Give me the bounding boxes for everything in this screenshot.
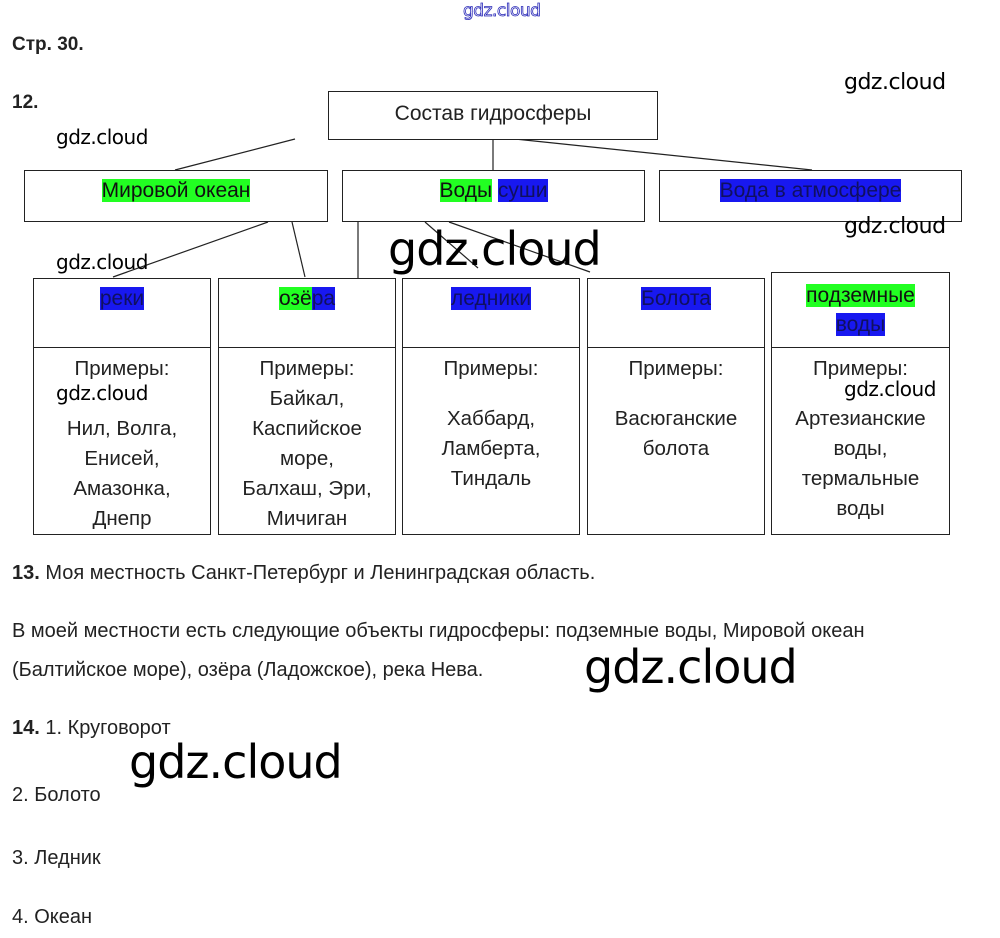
examples-label: Примеры: <box>259 357 355 380</box>
examples-label: Примеры: <box>74 357 170 380</box>
task-13-paragraph-line1: В моей местности есть следующие объекты … <box>12 620 865 642</box>
watermark-label-large: gdz.cloud <box>584 640 798 694</box>
task-14-line1: 14. 1. Круговорот <box>12 717 171 740</box>
example-item: термальные <box>801 467 920 490</box>
example-item: Васюганские <box>614 407 738 430</box>
example-item: воды <box>836 497 885 520</box>
connector-land-lakes <box>291 221 306 278</box>
task-14-item: 3. Ледник <box>12 847 101 869</box>
example-item: Тиндаль <box>450 467 532 490</box>
example-item: Байкал, <box>269 387 345 410</box>
diagram-connectors <box>112 138 813 278</box>
example-item: воды, <box>833 437 888 460</box>
connector-land-swamps <box>424 221 479 269</box>
watermark-label: gdz.cloud <box>844 70 946 95</box>
connector-land-rivers <box>112 221 269 278</box>
diagram-box-world-ocean: Мировой океан <box>24 170 328 222</box>
diagram-box-underground: подземные воды <box>771 272 950 348</box>
box-label-underground-part1: подземные <box>806 284 915 307</box>
box-label-glaciers: ледники <box>451 287 531 310</box>
example-item: Енисей, <box>84 447 160 470</box>
connector-root-atmosphere <box>514 138 813 171</box>
box-label-rivers: реки <box>99 287 145 310</box>
diagram-root-box: Состав гидросферы <box>328 91 658 140</box>
task-13-line1: 13. Моя местность Санкт-Петербург и Лени… <box>12 562 595 585</box>
example-item: болота <box>642 437 710 460</box>
box-label-atmosphere: Вода в атмосфере <box>719 179 902 202</box>
examples-label: Примеры: <box>813 357 908 380</box>
watermark-label-large: gdz.cloud <box>388 222 602 276</box>
watermark-label-large: gdz.cloud <box>129 735 343 789</box>
box-label-land-waters-part1: Воды <box>439 179 493 202</box>
box-label-world-ocean: Мировой океан <box>101 179 251 202</box>
example-item: Ламберта, <box>441 437 541 460</box>
example-item: Каспийское <box>252 417 362 440</box>
watermark-label: gdz.cloud <box>56 381 148 405</box>
box-label-lakes-part2: ра <box>311 287 336 310</box>
box-label-swamps: Болота <box>641 287 711 310</box>
box-label-land-waters-part2: суши <box>497 179 548 202</box>
task-13-paragraph-line2: (Балтийское море), озёра (Ладожское), ре… <box>12 659 484 681</box>
watermark-top: gdz.cloud <box>463 1 542 22</box>
watermark-label: gdz.cloud <box>844 214 946 239</box>
examples-box-rivers: Примеры: Нил, Волга, Енисей, Амазонка, Д… <box>33 347 211 535</box>
examples-box-glaciers: Примеры: Хаббард, Ламберта, Тиндаль <box>402 347 580 535</box>
diagram-box-rivers: реки <box>33 278 211 348</box>
task-14-item: 1. Круговорот <box>45 717 171 739</box>
examples-box-lakes: Примеры: Байкал, Каспийское море, Балхаш… <box>218 347 396 535</box>
watermark-label: gdz.cloud <box>844 377 936 401</box>
connector-land-underground <box>448 221 591 273</box>
box-label-underground-part2: воды <box>835 313 886 336</box>
diagram-box-land-waters: Воды суши <box>342 170 645 222</box>
diagram-box-atmosphere: Вода в атмосфере <box>659 170 962 222</box>
connector-root-ocean <box>174 138 296 171</box>
diagram-box-swamps: Болота <box>587 278 765 348</box>
page-label: Стр. 30. <box>12 34 84 55</box>
task-14-number: 14. <box>12 717 40 739</box>
watermark-label: gdz.cloud <box>56 250 148 274</box>
examples-label: Примеры: <box>443 357 539 380</box>
example-item: Амазонка, <box>73 477 171 500</box>
task-12-number: 12. <box>12 92 39 113</box>
example-item: Балхаш, Эри, <box>242 477 372 500</box>
examples-label: Примеры: <box>628 357 724 380</box>
examples-box-underground: Примеры: Артезианские воды, термальные в… <box>771 347 950 535</box>
diagram-root-label: Состав гидросферы <box>394 102 592 125</box>
task-14-item: 4. Океан <box>12 906 93 928</box>
diagram-box-glaciers: ледники <box>402 278 580 348</box>
example-item: Мичиган <box>266 507 348 530</box>
task-13-number: 13. <box>12 562 40 584</box>
examples-box-swamps: Примеры: Васюганские болота <box>587 347 765 535</box>
example-item: Хаббард, <box>446 407 536 430</box>
example-item: море, <box>280 447 334 470</box>
task-14-item: 2. Болото <box>12 784 101 806</box>
diagram-box-lakes: озёра <box>218 278 396 348</box>
example-item: Артезианские <box>795 407 926 430</box>
example-item: Днепр <box>92 507 152 530</box>
task-13-text: Моя местность Санкт-Петербург и Ленингра… <box>45 562 596 584</box>
example-item: Нил, Волга, <box>66 417 178 440</box>
watermark-label: gdz.cloud <box>56 125 148 149</box>
box-label-lakes-part1: озё <box>278 287 312 310</box>
